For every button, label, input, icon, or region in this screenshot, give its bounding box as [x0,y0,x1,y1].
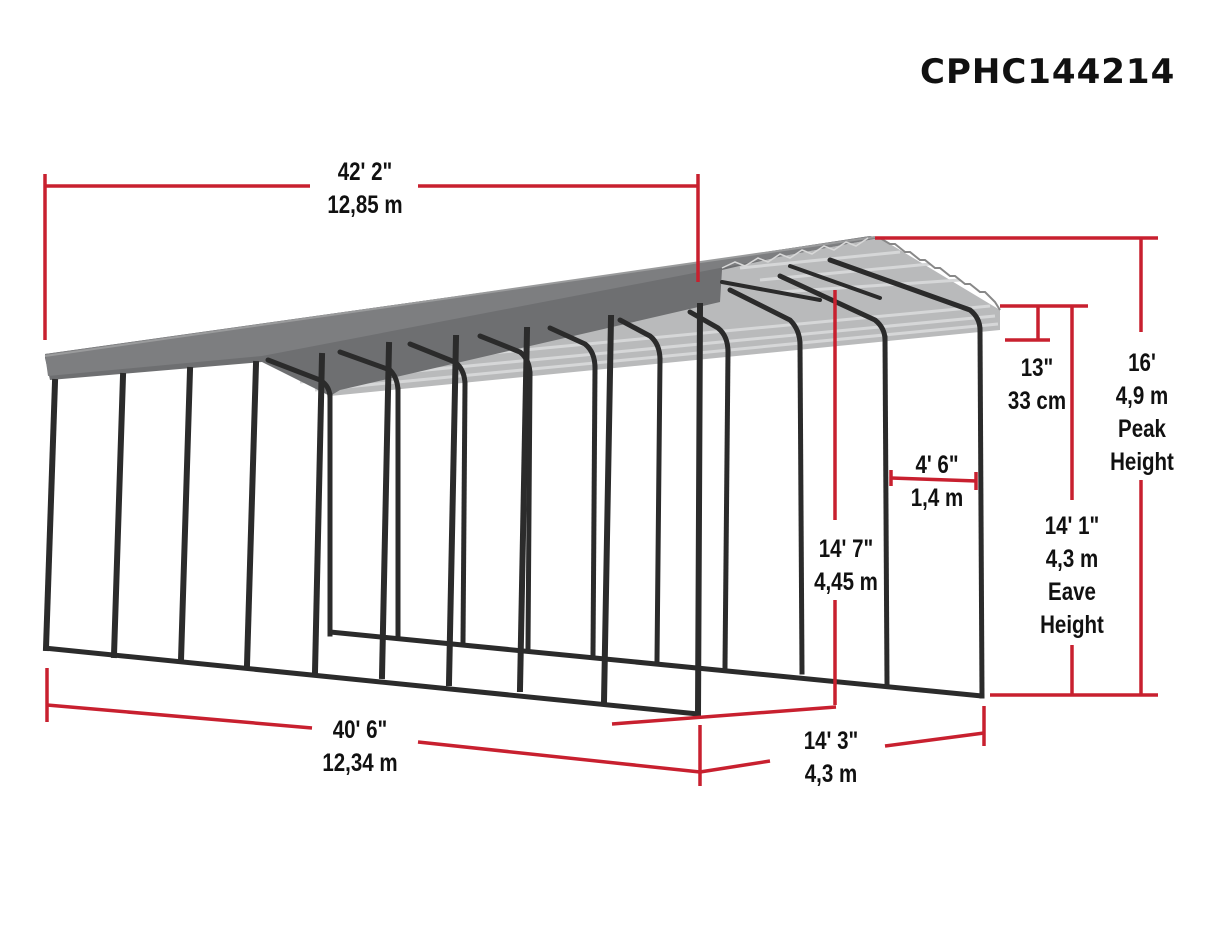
roof-overhang-metric: 33 cm [1007,387,1067,415]
base-length-label: 40' 6" 12,34 m [315,714,405,780]
frame-far-posts [327,327,985,699]
peak-height-caption-1: Peak [1118,415,1166,443]
post-spacing-label: 4' 6" 1,4 m [903,449,970,515]
post-spacing-metric: 1,4 m [910,484,964,512]
base-length-metric: 12,34 m [322,749,398,777]
roof-fascia [44,236,880,396]
eave-height-caption-1: Eave [1048,578,1096,606]
peak-height-metric: 4,9 m [1115,382,1169,410]
base-width-metric: 4,3 m [804,760,858,788]
roof-overhang-imperial: 13" [1020,354,1054,382]
eave-height-imperial: 14' 1" [1044,512,1100,540]
base-width-imperial: 14' 3" [803,727,859,755]
peak-height-label: 16' 4,9 m Peak Height [1108,347,1177,479]
eave-height-label: 14' 1" 4,3 m Eave Height [1034,510,1109,642]
roof-length-metric: 12,85 m [327,191,403,219]
roof-overhang-label: 13" 33 cm [1000,352,1074,418]
peak-height-caption-2: Height [1110,448,1174,476]
peak-height-imperial: 16' [1128,349,1156,377]
roof-length-imperial: 42' 2" [337,158,393,186]
base-width-label: 14' 3" 4,3 m [794,725,868,791]
dimension-lines [43,174,1158,786]
clearance-height-imperial: 14' 7" [818,535,874,563]
frame-base-rails [43,629,983,717]
frame-posts [42,302,704,718]
clearance-height-label: 14' 7" 4,45 m [805,533,887,599]
roof-length-label: 42' 2" 12,85 m [316,156,414,222]
clearance-height-metric: 4,45 m [814,568,878,596]
model-number: CPHC144214 [920,52,1176,92]
post-spacing-imperial: 4' 6" [915,451,959,479]
eave-height-metric: 4,3 m [1045,545,1099,573]
base-length-imperial: 40' 6" [332,716,388,744]
eave-height-caption-2: Height [1040,611,1104,639]
